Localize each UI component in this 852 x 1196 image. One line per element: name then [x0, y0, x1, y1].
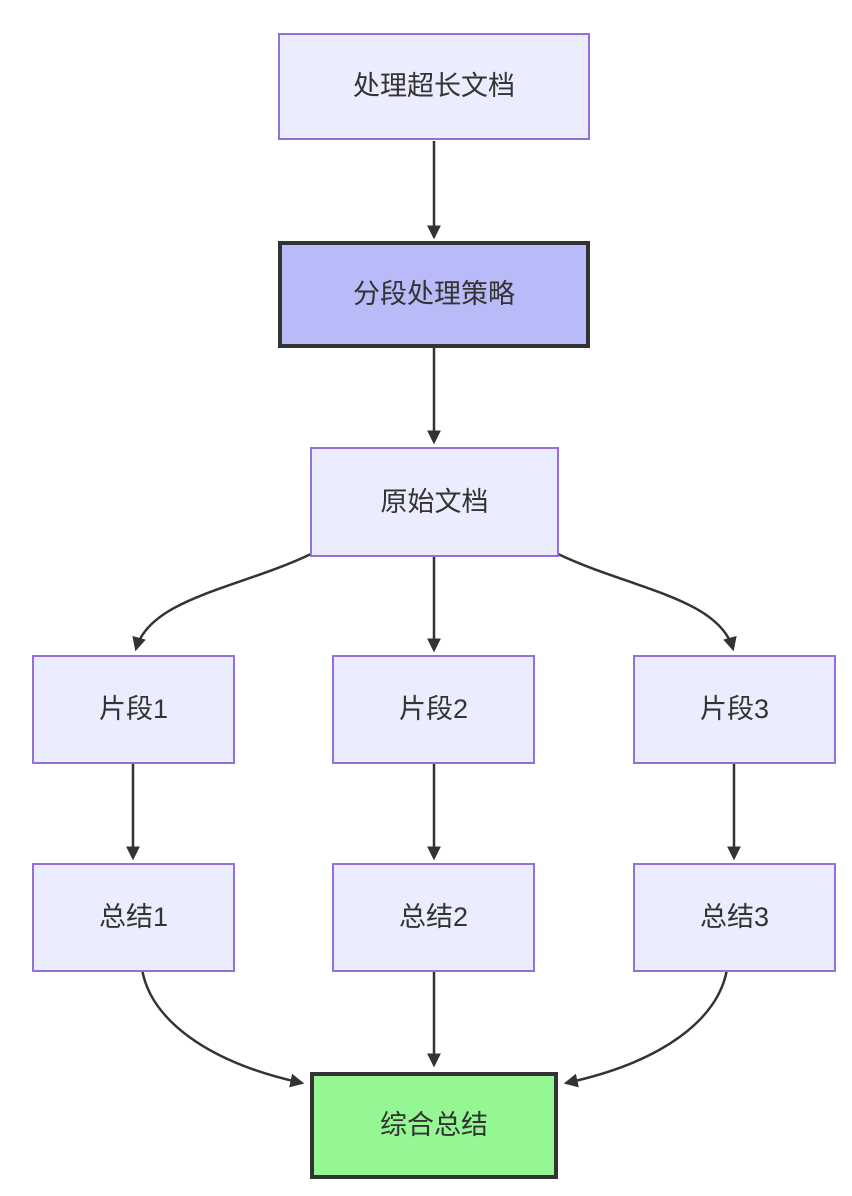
- node-segmentation-strategy-label: 分段处理策略: [353, 279, 515, 310]
- node-summary-1: 总结1: [32, 863, 235, 972]
- node-summary-2: 总结2: [332, 863, 535, 972]
- node-final-summary-label: 综合总结: [380, 1110, 488, 1141]
- node-fragment-1: 片段1: [32, 655, 235, 764]
- node-summary-3: 总结3: [633, 863, 836, 972]
- edge-sum3-final: [563, 968, 729, 1088]
- node-fragment-2-label: 片段2: [398, 694, 469, 725]
- node-summary-2-label: 总结2: [398, 902, 469, 933]
- node-final-summary: 综合总结: [310, 1072, 558, 1179]
- node-summary-3-label: 总结3: [699, 902, 770, 933]
- node-fragment-3-label: 片段3: [699, 694, 770, 725]
- edge-original-frag3: [557, 552, 737, 652]
- node-fragment-3: 片段3: [633, 655, 836, 764]
- node-original-document-label: 原始文档: [380, 486, 489, 517]
- node-process-long-doc: 处理超长文档: [278, 33, 590, 140]
- node-segmentation-strategy: 分段处理策略: [278, 241, 590, 348]
- edge-original-frag1: [132, 552, 312, 652]
- node-fragment-2: 片段2: [332, 655, 535, 764]
- node-fragment-1-label: 片段1: [98, 694, 169, 725]
- edge-sum1-final: [140, 968, 305, 1088]
- node-summary-1-label: 总结1: [98, 902, 169, 933]
- node-original-document: 原始文档: [310, 447, 559, 557]
- node-process-long-doc-label: 处理超长文档: [353, 71, 515, 102]
